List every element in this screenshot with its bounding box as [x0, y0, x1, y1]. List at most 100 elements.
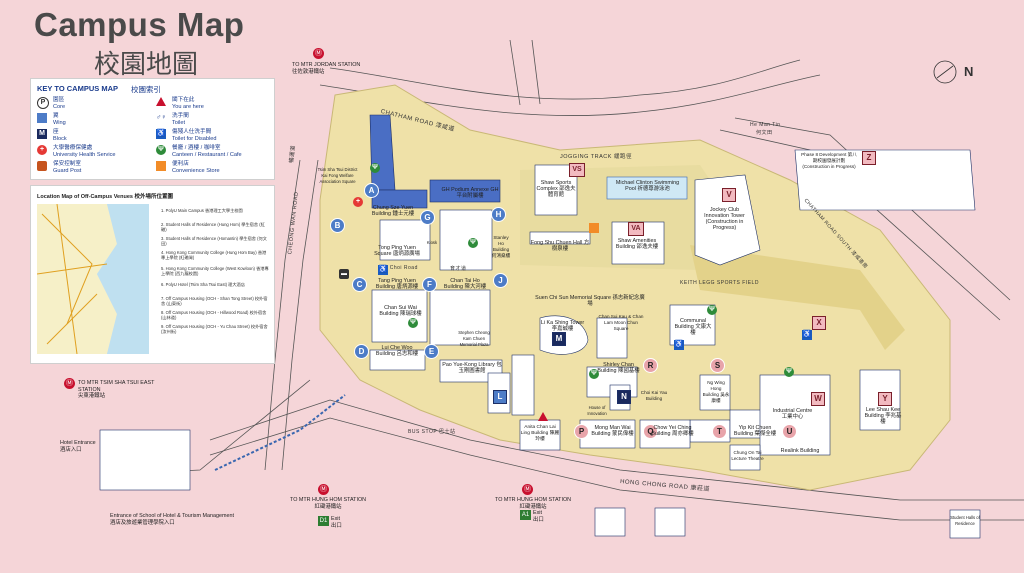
building-chung-on-tai[interactable]: Chung On Tai Lecture Theatre: [731, 450, 764, 461]
guard-icon: [37, 161, 47, 171]
core-t[interactable]: T: [712, 424, 727, 439]
wing-v[interactable]: V: [722, 188, 736, 202]
core-q[interactable]: Q: [643, 424, 658, 439]
building-ng-wing-hong[interactable]: Ng Wing Hong Building 吳永康樓: [702, 380, 730, 403]
building-shaw-sports[interactable]: Shaw Sports Complex 邵逸夫體育館: [536, 180, 576, 198]
building-choi-kai-yau[interactable]: Choi Kai Yau Building: [640, 390, 668, 401]
square-chan-sui-kau[interactable]: Chan Sui Kau & Chan Lam Moon Chun Square: [598, 314, 644, 331]
canteen-icon: Ψ: [408, 318, 418, 328]
building-chan-sui-wai[interactable]: Chan Sui Wai Building 陳瑞球樓: [379, 305, 422, 317]
wing-x[interactable]: X: [812, 316, 826, 330]
wing-icon: [37, 113, 47, 123]
square-suen-chi-sun[interactable]: Suen Chi Sun Memorial Square 孫志新紀念廣場: [535, 295, 645, 307]
wing-w[interactable]: W: [811, 392, 825, 406]
mtr-icon: Ⓜ: [64, 378, 75, 389]
core-e[interactable]: E: [424, 344, 439, 359]
core-d[interactable]: D: [354, 344, 369, 359]
canteen-icon: Ψ: [784, 367, 794, 377]
building-tang-ping-yuen[interactable]: Tang Ping Yuen Building 唐炳源樓: [375, 278, 419, 290]
building-industrial-centre[interactable]: Industrial Centre 工業中心: [772, 408, 813, 420]
block-n[interactable]: N: [617, 390, 631, 404]
building-li-ka-shing[interactable]: Li Ka Shing Tower 李嘉誠樓: [540, 320, 585, 332]
building-communal[interactable]: Communal Building 文康大樓: [674, 318, 712, 336]
offcampus-item: 3. Student Halls of Residence (Homantin)…: [161, 236, 267, 246]
core-g[interactable]: G: [420, 210, 435, 225]
building-chung-sze-yuen[interactable]: Chung Sze Yuen Building 鍾士元樓: [371, 205, 415, 217]
building-shaw-amenities[interactable]: Shaw Amenities Building 邵逸夫樓: [615, 238, 659, 250]
offcampus-item: 8. Off Campus Housing (OCH - Hillwood Ro…: [161, 310, 267, 320]
core-f[interactable]: F: [422, 277, 437, 292]
mini-map-drawing: [36, 203, 149, 355]
building-lee-shau-kee[interactable]: Lee Shau Kee Building 李兆基樓: [864, 407, 902, 425]
offcampus-item: 1. PolyU Main Campus 香港理工大學主校園: [161, 208, 243, 213]
building-fong-shu-chuen[interactable]: Fong Shu Chuen Hall 方樹泉樓: [530, 240, 590, 252]
building-tong-ping-yuen-square[interactable]: Tong Ping Yuen Square 唐炳源廣場: [374, 245, 420, 257]
canteen-icon: Ψ: [589, 369, 599, 379]
wing-vs[interactable]: VS: [569, 163, 585, 177]
key-title-zh: 校園索引: [131, 85, 161, 94]
block-icon: M: [37, 129, 47, 139]
plaza-stephen-cheong[interactable]: Stephen Cheong Kam Chuen Memorial Plaza: [458, 330, 490, 347]
core-p[interactable]: P: [574, 424, 589, 439]
building-yip-kit-chuen[interactable]: Yip Kit Chuen Building 葉傑全樓: [733, 425, 777, 437]
kiosk[interactable]: Kiosk: [426, 240, 438, 245]
offcampus-item: 5. Hong Kong Community College (West Kow…: [161, 266, 269, 276]
house-of-innovation[interactable]: House of Innovation: [587, 405, 607, 416]
disabled-toilet-icon: ♿: [674, 340, 684, 350]
bus-stop: BUS STOP 巴士站: [408, 429, 456, 435]
offcampus-panel: Location Map of Off-Campus Venues 校外場所位置…: [30, 185, 275, 364]
exit-a1-icon: A1: [520, 510, 531, 520]
block-l[interactable]: L: [493, 390, 507, 404]
core-s[interactable]: S: [710, 358, 725, 373]
road-yuk-choi-zh: 育才道: [450, 266, 467, 272]
health-icon: +: [37, 145, 47, 155]
building-anita-chan[interactable]: Anita Chan Lai Ling Building 陳麗玲樓: [520, 425, 560, 442]
core-u[interactable]: U: [782, 424, 797, 439]
core-j[interactable]: J: [493, 273, 508, 288]
building-gh-podium[interactable]: GH Podium Annexe GH 平台附屬樓: [441, 187, 499, 199]
he-man-tin: He Man Tin: [750, 122, 781, 128]
toilet-icon: ♂♀: [156, 114, 167, 121]
building-shirley-chan[interactable]: Shirley Chan Building 陳國基樓: [597, 362, 640, 374]
canteen-icon: Ψ: [468, 238, 478, 248]
keith-legg-field: KEITH LEGG SPORTS FIELD: [680, 280, 759, 286]
map-title: Campus Map: [34, 6, 245, 43]
building-chow-yei-ching[interactable]: Chow Yei Ching Building 周亦卿樓: [651, 425, 694, 437]
wing-y[interactable]: Y: [878, 392, 892, 406]
building-phase8[interactable]: Phase 8 Development 第八期校園發展計劃 (Construct…: [801, 152, 857, 169]
offcampus-item: 9. Off Campus Housing (OCH - Yu Chau Str…: [161, 324, 268, 334]
building-jockey-club[interactable]: Jockey Club Innovation Tower (Constructi…: [704, 207, 745, 231]
building-michael-clinton[interactable]: Michael Clinton Swimming Pool 祈德尊游泳池: [615, 180, 680, 192]
mtr-icon: Ⓜ: [318, 484, 329, 495]
building-stanley-ho[interactable]: Stanley Ho Building 何鴻燊樓: [491, 235, 511, 258]
offcampus-item: 2. Student Halls of Residence (Hung Hom)…: [161, 222, 265, 232]
wing-va[interactable]: VA: [628, 222, 644, 236]
square-tst-kaifong[interactable]: Tsim Sha Tsui District Kai Fong Welfare …: [317, 167, 358, 184]
offcampus-title: Location Map of Off-Campus Venues 校外場所位置…: [37, 194, 173, 200]
student-halls[interactable]: Student Halls of Residence: [950, 515, 980, 526]
core-c[interactable]: C: [352, 277, 367, 292]
building-chan-tai-ho[interactable]: Chan Tai Ho Building 陳大河樓: [443, 278, 487, 290]
core-h[interactable]: H: [491, 207, 506, 222]
core-r[interactable]: R: [643, 358, 658, 373]
building-lui-che-woo[interactable]: Lui Che Woo Building 呂志和樓: [375, 345, 419, 357]
building-mong-man-wai[interactable]: Mong Man Wai Building 蒙民偉樓: [591, 425, 634, 437]
core-b[interactable]: B: [330, 218, 345, 233]
he-man-tin-zh: 何文田: [756, 130, 773, 136]
core-a[interactable]: A: [364, 183, 379, 198]
wing-z[interactable]: Z: [862, 151, 876, 165]
building-pao-yue-kong[interactable]: Pao Yue-Kong Library 包玉剛圖書館: [442, 362, 502, 374]
building-realink[interactable]: Realink Building: [780, 448, 820, 454]
block-m[interactable]: M: [552, 332, 566, 346]
health-icon: +: [353, 197, 363, 207]
